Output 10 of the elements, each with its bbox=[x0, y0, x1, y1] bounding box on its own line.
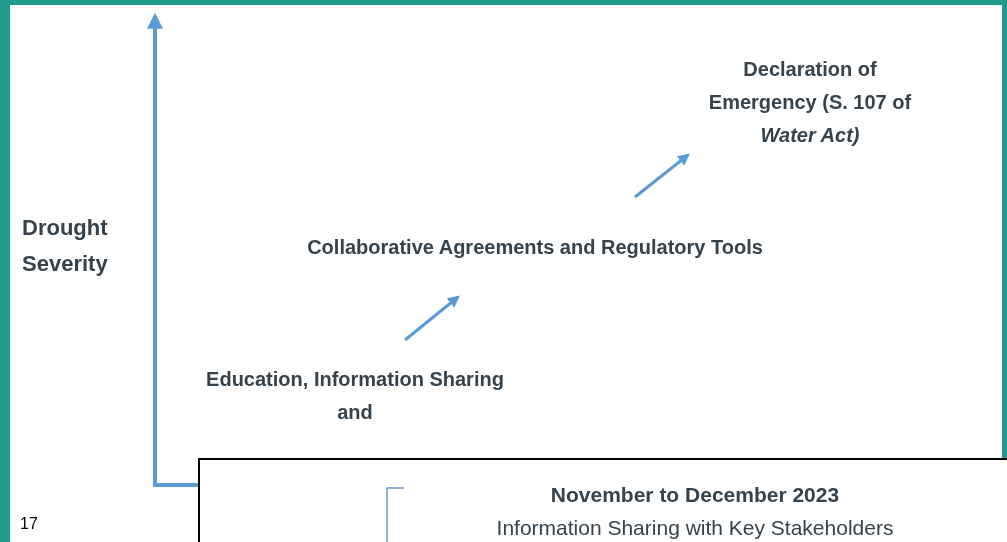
axis-label: Drought Severity bbox=[22, 214, 109, 278]
info-panel bbox=[198, 458, 1007, 542]
arrow bbox=[634, 153, 690, 199]
page-number: 17 bbox=[20, 514, 39, 534]
arrow bbox=[404, 295, 460, 342]
stage-description: Information Sharing with Key Stakeholders bbox=[495, 515, 895, 541]
stage-label: Collaborative Agreements and Regulatory Tools bbox=[307, 234, 763, 260]
stage-label: Declaration of Emergency (S. 107 of Water Act) bbox=[707, 57, 913, 148]
stage-label: Education, Information Sharing and bbox=[205, 367, 505, 425]
date-heading: November to December 2023 bbox=[549, 482, 841, 508]
